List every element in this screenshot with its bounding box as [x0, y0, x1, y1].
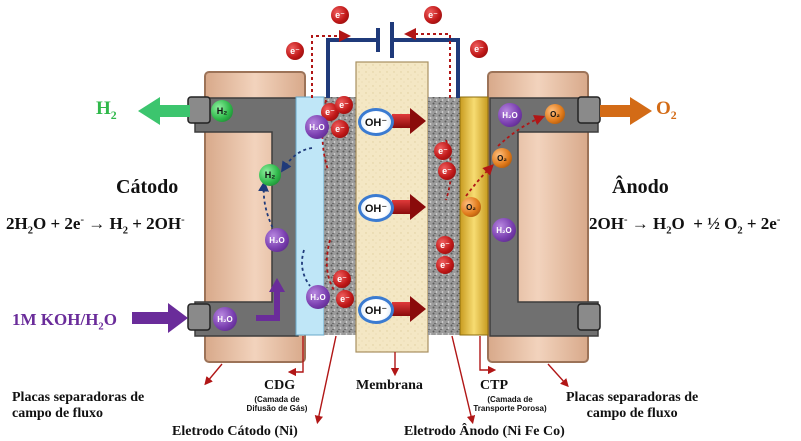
electron: e⁻ — [424, 6, 442, 24]
ptr-cathode-el — [314, 335, 337, 425]
water-path-1 — [258, 180, 279, 239]
o2-output-arrow — [600, 97, 652, 125]
port-o2-out — [577, 96, 601, 124]
electron: e⁻ — [436, 236, 454, 254]
electron-path-top-right — [404, 28, 451, 98]
koh-input-arrow — [132, 303, 188, 333]
hydrogen-molecule: H₂ — [211, 100, 233, 122]
ctp-description: (Camada de Transporte Porosa) — [473, 395, 547, 413]
electron: e⁻ — [438, 162, 456, 180]
oxygen-molecule: O₂ — [461, 197, 481, 217]
ptr-cdg — [287, 336, 304, 377]
h2-subscript: 2 — [110, 108, 117, 122]
water-molecule: H₂O — [213, 307, 237, 331]
water-molecule: H₂O — [498, 103, 522, 127]
ctp-label: CTP — [480, 378, 508, 393]
water-molecule: H₂O — [492, 218, 516, 242]
electron: e⁻ — [333, 270, 351, 288]
oxygen-molecule: O₂ — [492, 148, 512, 168]
oh-arrow-1 — [392, 108, 426, 134]
ptr-ctp — [479, 336, 497, 375]
water-molecule: H₂O — [305, 115, 329, 139]
ptr-plates-left — [204, 363, 223, 386]
koh-input-label: 1M KOH/H2O — [12, 310, 117, 333]
electron: e⁻ — [434, 142, 452, 160]
ptr-anode-el — [451, 335, 476, 425]
port-right-lower — [577, 303, 601, 331]
electron: e⁻ — [335, 96, 353, 114]
cdg-label: CDG — [264, 378, 296, 393]
h2-path-1 — [281, 147, 313, 173]
hydroxide-ion: OH⁻ — [358, 296, 394, 324]
o2-path-1 — [465, 164, 494, 197]
cathode-title: Cátodo — [116, 176, 179, 198]
oh-arrow-2 — [392, 194, 426, 220]
oh-arrow-3 — [392, 296, 426, 322]
external-wire — [326, 22, 460, 98]
membrane-label: Membrana — [356, 378, 423, 393]
cathode-equation: 2H2O + 2e- → H2 + 2OH- — [6, 214, 185, 237]
electron: e⁻ — [331, 6, 349, 24]
cathode-flow-arrow — [256, 278, 285, 321]
port-h2-out — [187, 96, 211, 124]
h2-output-label: H2 — [96, 98, 117, 123]
anode-title: Ânodo — [612, 176, 669, 198]
water-molecule: H₂O — [265, 228, 289, 252]
electron: e⁻ — [336, 290, 354, 308]
electron: e⁻ — [286, 42, 304, 60]
anode-equation: 2OH- → H2O + ½ O2 + 2e- — [589, 214, 781, 237]
oxygen-molecule: O₂ — [545, 104, 565, 124]
h2-symbol: H — [96, 98, 111, 119]
hydrogen-molecule: H₂ — [259, 164, 281, 186]
o2-symbol: O — [656, 98, 671, 119]
port-koh-in — [187, 303, 211, 331]
anode-electrode — [428, 97, 460, 335]
electron: e⁻ — [470, 40, 488, 58]
o2-subscript: 2 — [670, 108, 677, 122]
cdg-description: (Camada de Difusão de Gás) — [246, 395, 308, 413]
o2-output-label: O2 — [656, 98, 677, 123]
electron: e⁻ — [436, 256, 454, 274]
anode-electrode-label: Eletrodo Ânodo (Ni Fe Co) — [404, 424, 565, 439]
electron: e⁻ — [331, 120, 349, 138]
electron-path-top-left — [311, 30, 351, 98]
plates-left-label: Placas separadoras de campo de fluxo — [12, 390, 145, 421]
cathode-electrode-label: Eletrodo Cátodo (Ni) — [172, 424, 298, 439]
hydroxide-ion: OH⁻ — [358, 194, 394, 222]
water-molecule: H₂O — [306, 285, 330, 309]
electron: e⁻ — [321, 103, 339, 121]
ptr-plates-right — [547, 363, 569, 388]
plates-right-label: Placas separadoras de campo de fluxo — [566, 390, 699, 421]
water-path-2 — [301, 249, 311, 287]
hydroxide-ion: OH⁻ — [358, 108, 394, 136]
h2-output-arrow — [138, 97, 190, 125]
